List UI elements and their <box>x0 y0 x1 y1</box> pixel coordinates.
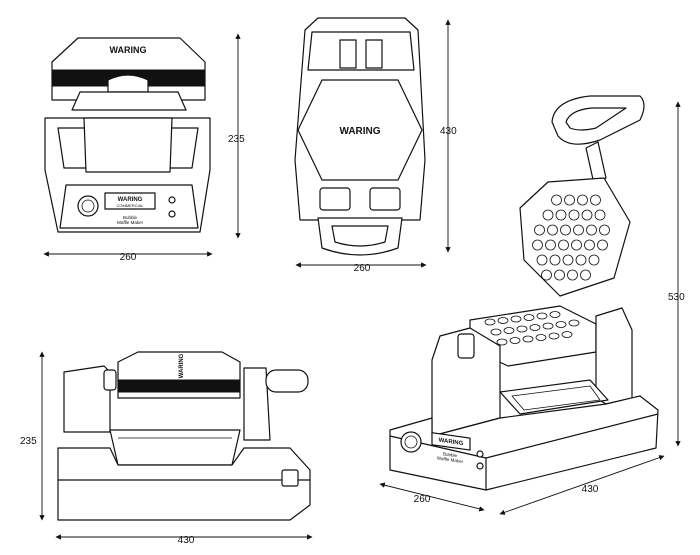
waffle-bubble <box>577 194 588 206</box>
waffle-bubble <box>571 239 582 251</box>
waffle-bubble <box>573 224 584 236</box>
waffle-bubble <box>542 209 554 221</box>
waffle-bubble <box>490 328 502 336</box>
waffle-bubble <box>551 194 562 206</box>
waffle-bubble <box>541 269 552 281</box>
waffle-bubble <box>558 239 569 251</box>
waffle-bubble <box>548 332 560 340</box>
waffle-bubble <box>554 269 565 281</box>
top-depth-dim-label: 430 <box>440 126 457 137</box>
waffle-bubble <box>584 239 595 251</box>
waffle-bubble <box>535 334 547 341</box>
waffle-bubble <box>564 194 575 206</box>
side-depth-dim-label: 430 <box>178 535 195 546</box>
upper-plate-bubbles <box>532 194 610 281</box>
front-lid-brand: WARING <box>110 45 147 55</box>
front-panel-product-name-1: Bubble <box>123 215 138 220</box>
waffle-bubble <box>510 315 522 323</box>
side-lid-brand: WARING <box>179 353 185 378</box>
front-view: WARING WARING COMMERCIAL Bubble Waffle M… <box>43 33 245 263</box>
waffle-bubble <box>542 322 554 330</box>
waffle-bubble <box>588 254 600 266</box>
isometric-view: WARING Bubble Waffle Maker 260 430 530 <box>379 95 685 515</box>
iso-depth-dim-label: 430 <box>582 484 599 495</box>
iso-panel-product-name-2: Waffle Maker <box>437 455 464 464</box>
waffle-bubble <box>581 209 593 221</box>
front-height-dim-label: 235 <box>228 134 245 145</box>
side-view: WARING 430 235 <box>20 351 313 546</box>
iso-panel-brand: WARING <box>439 438 464 447</box>
side-height-dim-label: 235 <box>20 436 37 447</box>
top-width-dim-label: 260 <box>354 263 371 274</box>
waffle-bubble <box>590 194 601 206</box>
iso-panel-product-name-1: Bubble <box>443 451 457 458</box>
waffle-bubble <box>534 224 545 236</box>
top-lid-brand: WARING <box>339 126 380 137</box>
waffle-bubble <box>562 254 574 266</box>
iso-height-dim-label: 530 <box>668 292 685 303</box>
waffle-bubble <box>599 224 610 236</box>
top-view: WARING 260 430 <box>294 17 457 274</box>
waffle-bubble <box>586 224 597 236</box>
waffle-bubble <box>555 209 567 221</box>
waffle-bubble <box>523 314 535 321</box>
iso-width-dim-label: 260 <box>414 494 431 505</box>
waffle-bubble <box>532 239 543 251</box>
waffle-bubble <box>497 317 509 324</box>
waffle-bubble <box>503 327 515 334</box>
waffle-bubble <box>522 335 534 343</box>
front-panel-brand: WARING <box>118 197 143 203</box>
waffle-bubble <box>509 337 521 344</box>
waffle-bubble <box>560 224 571 236</box>
waffle-bubble <box>575 254 587 266</box>
lower-plate-bubbles <box>484 311 580 346</box>
waffle-bubble <box>567 269 578 281</box>
waffle-bubble <box>536 312 548 320</box>
front-width-dim-label: 260 <box>120 252 137 263</box>
waffle-bubble <box>496 338 508 346</box>
waffle-bubble <box>549 254 561 266</box>
waffle-bubble <box>568 319 580 327</box>
waffle-bubble <box>516 325 528 333</box>
waffle-bubble <box>568 209 580 221</box>
waffle-bubble <box>547 224 558 236</box>
waffle-bubble <box>594 209 606 221</box>
waffle-bubble <box>529 324 541 331</box>
iso-width-dim-line <box>379 482 485 512</box>
waffle-bubble <box>484 318 496 326</box>
waffle-bubble <box>555 321 567 328</box>
waffle-bubble <box>580 269 591 281</box>
front-panel-commercial: COMMERCIAL <box>116 203 144 208</box>
waffle-bubble <box>536 254 548 266</box>
waffle-bubble <box>549 311 561 318</box>
waffle-bubble <box>545 239 556 251</box>
front-panel-product-name-2: Waffle Maker <box>117 220 144 225</box>
waffle-bubble <box>561 331 573 338</box>
iso-depth-dim-line <box>499 455 665 515</box>
waffle-bubble <box>597 239 608 251</box>
